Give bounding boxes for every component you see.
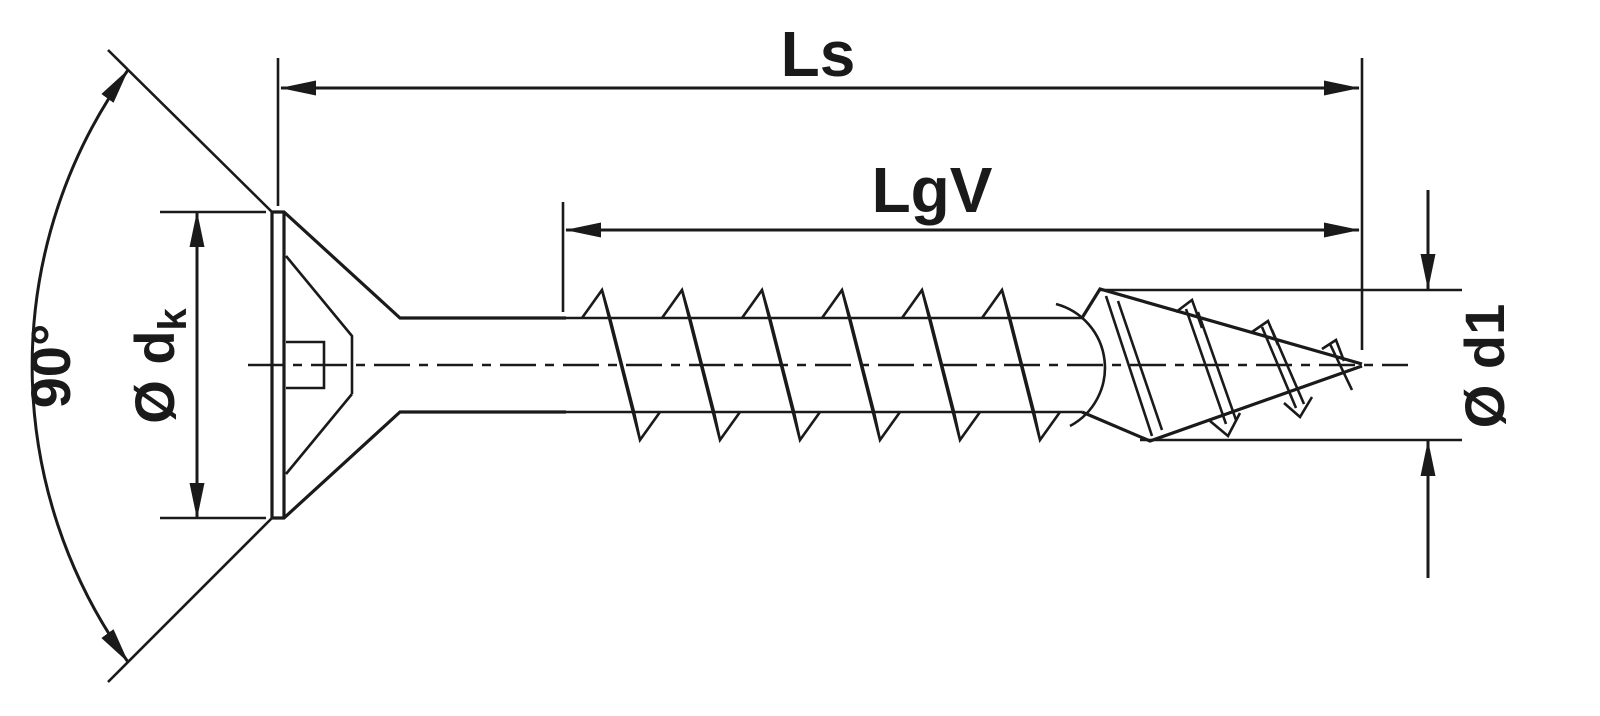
screw-outline [270, 210, 1363, 520]
dk-extension-ticks [160, 210, 266, 520]
dimension-d1: Ø d1 [1100, 190, 1516, 578]
tip-thread-flanks [1104, 295, 1354, 437]
thread-core-lines [566, 316, 1082, 414]
d1-extension-lines [1100, 288, 1462, 442]
drive-recess-path [284, 255, 354, 475]
screw-head [270, 210, 566, 520]
dimension-head-angle: 90° [19, 49, 273, 683]
dimension-lgv: LgV [561, 154, 1360, 312]
ls-extension-lines [276, 58, 1364, 350]
tip-thread-crests [1175, 297, 1346, 439]
label-head-diameter: Ø dk [123, 307, 195, 423]
dimension-dk: Ø dk [123, 210, 266, 520]
head-outline-path [270, 210, 566, 520]
label-head-angle: 90° [19, 324, 82, 409]
angle-arc [30, 69, 130, 663]
dimension-ls: Ls [276, 18, 1364, 350]
label-thread-length: LgV [872, 154, 993, 226]
label-total-length: Ls [781, 18, 856, 90]
angle-reference-lines [107, 49, 273, 683]
label-thread-diameter: Ø d1 [1453, 304, 1516, 428]
